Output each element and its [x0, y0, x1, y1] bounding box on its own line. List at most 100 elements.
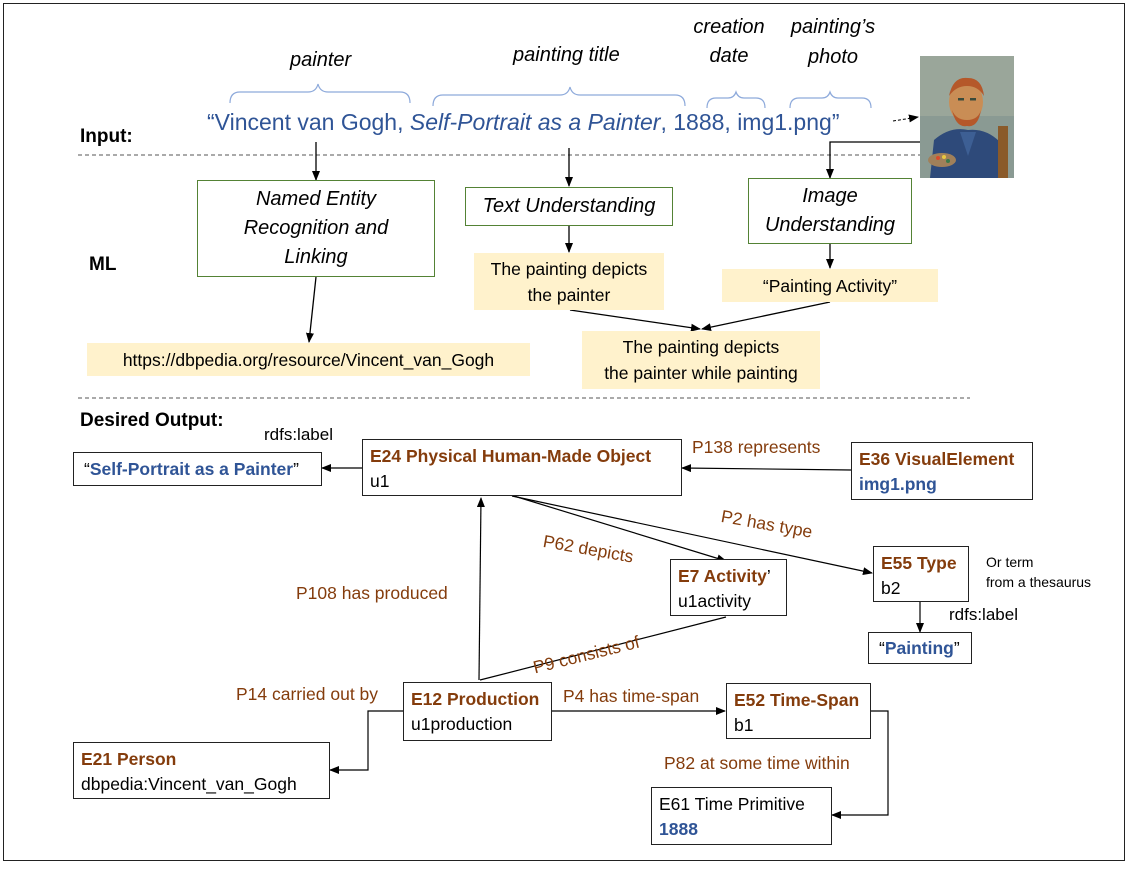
combined-line-2: the painter while painting	[604, 363, 798, 383]
prop-p138: P138 represents	[692, 437, 821, 457]
input-image: img1.png	[737, 109, 832, 135]
brace-date	[706, 90, 766, 109]
prop-rdfs-label-1: rdfs:label	[264, 425, 333, 444]
prop-p14: P14 carried out by	[236, 684, 379, 704]
node-e24-class: E24 Physical Human-Made Object	[370, 446, 652, 466]
image-understanding-result: “Painting Activity”	[722, 269, 938, 302]
literal-title-close: ”	[293, 458, 299, 479]
text-result-line-1: The painting depicts	[490, 258, 648, 279]
label-creation: creation	[693, 16, 765, 38]
node-e55: E55 Type b2	[873, 546, 969, 602]
text-understanding-result: The painting depicts the painter	[474, 253, 664, 310]
combined-line-1: The painting depicts	[622, 337, 780, 357]
node-e12-class: E12 Production	[411, 689, 540, 709]
node-e7-class: E7 Activity	[678, 566, 767, 586]
text-understanding-box: Text Understanding	[465, 187, 673, 226]
dbpedia-uri-result: https://dbpedia.org/resource/Vincent_van…	[87, 343, 530, 376]
literal-painting: “Painting”	[868, 632, 972, 664]
node-e61: E61 Time Primitive 1888	[651, 787, 832, 845]
node-e36-instance: img1.png	[859, 474, 937, 494]
prop-rdfs-label-2: rdfs:label	[949, 605, 1018, 624]
text-result-line-2: the painter	[527, 284, 611, 305]
brace-title	[432, 86, 686, 107]
diagram-frame	[3, 3, 1125, 861]
edge-p108	[476, 497, 485, 681]
dbpedia-uri-text: https://dbpedia.org/resource/Vincent_van…	[122, 349, 495, 370]
edge-p62	[513, 495, 727, 563]
or-term-line-1: Or term	[986, 554, 1034, 570]
literal-painting-text: Painting	[884, 637, 954, 658]
arrow-photo-to-image	[826, 141, 937, 179]
arrow-to-photo	[892, 114, 919, 123]
label-painting-title: painting title	[513, 44, 620, 66]
image-understanding-box: Image Understanding	[748, 178, 912, 244]
ner-line-2: Recognition and	[243, 217, 389, 239]
ner-box: Named Entity Recognition and Linking	[197, 180, 435, 277]
image-understanding-line-2: Understanding	[764, 214, 896, 236]
node-e24: E24 Physical Human-Made Object u1	[362, 439, 682, 496]
node-e55-instance: b2	[881, 578, 901, 598]
node-e12: E12 Production u1production	[403, 682, 552, 741]
node-e52: E52 Time-Span b1	[726, 683, 871, 739]
brace-photo	[789, 90, 872, 109]
literal-title-text: Self-Portrait as a Painter	[89, 458, 294, 479]
node-e36: E36 VisualElement img1.png	[851, 442, 1033, 500]
input-section-label: Input:	[80, 126, 133, 147]
literal-title-open: “	[84, 458, 90, 479]
node-e7-class-wrap: E7 Activity’	[678, 564, 779, 589]
label-date: date	[709, 45, 749, 67]
edge-p138	[681, 464, 852, 473]
input-date: 1888	[673, 109, 725, 135]
node-e55-class: E55 Type	[881, 553, 957, 573]
node-e52-class: E52 Time-Span	[734, 690, 860, 710]
image-result-text: “Painting Activity”	[762, 275, 898, 296]
prop-p82: P82 at some time within	[664, 753, 850, 773]
input-painter: Vincent van Gogh	[214, 109, 398, 135]
node-e61-instance: 1888	[659, 819, 698, 839]
literal-title: “Self-Portrait as a Painter”	[73, 452, 322, 486]
or-term-note: Or term from a thesaurus	[986, 552, 1091, 592]
arrow-image-result-to-combined	[701, 301, 831, 332]
arrow-ner-to-uri	[305, 276, 317, 343]
node-e24-instance: u1	[370, 471, 390, 491]
node-e21: E21 Person dbpedia:Vincent_van_Gogh	[73, 742, 330, 799]
ml-section-label: ML	[89, 254, 117, 275]
node-e21-class: E21 Person	[81, 749, 177, 769]
node-e12-instance: u1production	[411, 714, 513, 734]
input-title: Self-Portrait as a Painter	[409, 109, 661, 135]
label-painter: painter	[290, 49, 352, 71]
prop-p4: P4 has time-span	[563, 686, 700, 706]
input-sep-1: ,	[397, 109, 410, 135]
literal-painting-open: “	[879, 637, 885, 658]
node-e7-instance: u1activity	[678, 591, 751, 611]
node-e52-instance: b1	[734, 715, 754, 735]
literal-painting-close: ”	[953, 637, 960, 658]
edge-p9	[479, 616, 727, 681]
edge-p14	[329, 710, 403, 774]
brace-painter	[229, 83, 411, 104]
input-sep-3: ,	[724, 109, 738, 135]
node-e21-instance: dbpedia:Vincent_van_Gogh	[81, 774, 297, 794]
node-e36-class: E36 VisualElement	[859, 449, 1015, 469]
painting-photo-icon	[920, 56, 1014, 178]
edge-p82	[831, 710, 889, 819]
input-string: “Vincent van Gogh, Self-Portrait as a Pa…	[207, 109, 839, 136]
ner-line-3: Linking	[284, 246, 348, 268]
edge-p2	[511, 495, 873, 576]
ner-line-1: Named Entity	[255, 188, 377, 210]
image-understanding-line-1: Image	[802, 185, 858, 207]
label-paintings: painting’s	[790, 16, 876, 38]
label-photo: photo	[807, 46, 859, 68]
input-open-quote: “	[207, 109, 215, 135]
node-e61-class: E61 Time Primitive	[659, 794, 805, 814]
node-e7: E7 Activity’ u1activity	[670, 559, 787, 616]
input-close-quote: ”	[831, 109, 840, 135]
node-e7-class-suffix: ’	[766, 566, 771, 586]
or-term-line-2: from a thesaurus	[986, 574, 1092, 590]
arrow-text-result-to-combined	[569, 309, 701, 332]
output-section-label: Desired Output:	[80, 410, 224, 431]
text-understanding-label: Text Understanding	[482, 195, 656, 217]
input-sep-2: ,	[660, 109, 674, 135]
combined-result: The painting depicts the painter while p…	[582, 331, 820, 389]
